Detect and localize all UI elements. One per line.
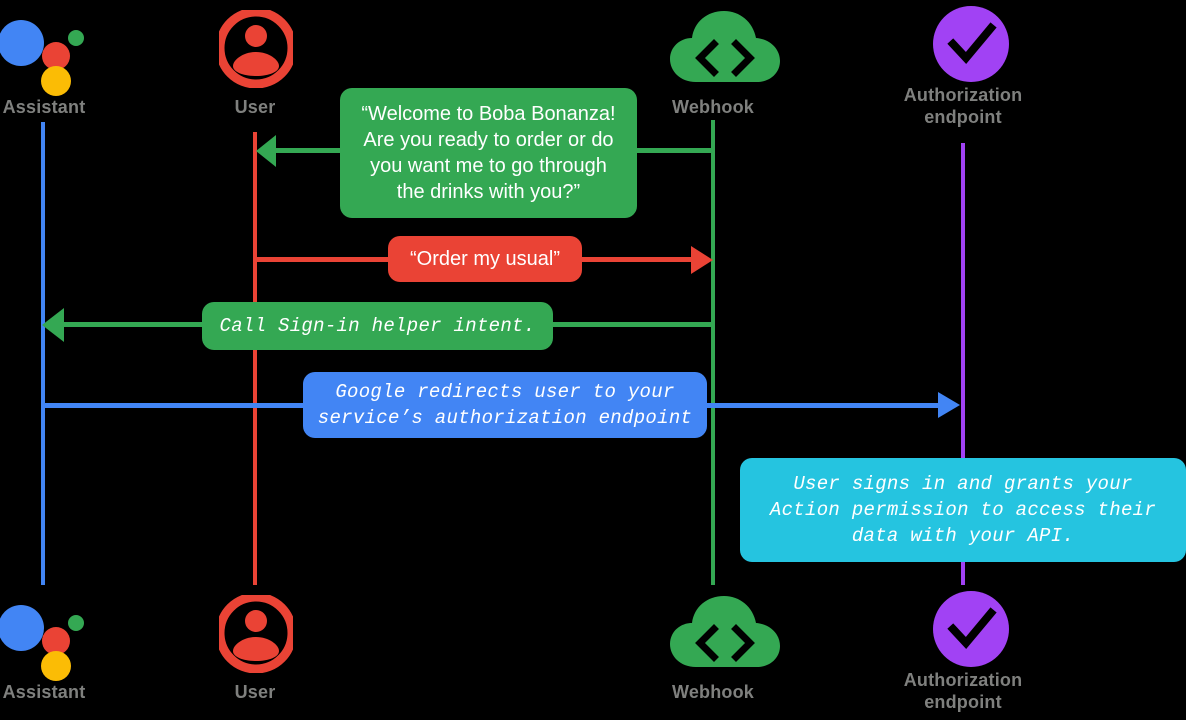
- message-grants-line2: Action permission to access their: [769, 499, 1157, 521]
- actor-auth-bottom: Authorization endpoint: [863, 587, 1063, 713]
- message-bubble-welcome: “Welcome to Boba Bonanza! Are you ready …: [340, 88, 637, 218]
- actor-label-auth-line1: Authorization: [903, 85, 1023, 105]
- actor-label-user: User: [234, 97, 276, 117]
- message-bubble-signin: Call Sign-in helper intent.: [202, 302, 553, 350]
- arrowhead-redirect: [938, 392, 960, 418]
- actor-assistant-top: Assistant: [0, 8, 144, 118]
- actor-label-auth-bottom-line1: Authorization: [903, 670, 1023, 690]
- lifeline-assistant: [41, 122, 45, 585]
- assistant-red-dot-icon: [42, 42, 70, 70]
- assistant-blue-dot-icon: [0, 20, 44, 66]
- user-avatar-icon: [215, 7, 297, 93]
- arrowhead-signin: [42, 308, 64, 342]
- lifeline-auth: [961, 143, 965, 585]
- actor-label-assistant-bottom: Assistant: [2, 682, 86, 702]
- actor-label-auth-bottom-line2: endpoint: [924, 692, 1002, 712]
- message-redirect-line1: Google redirects user to your: [335, 381, 675, 403]
- message-welcome-line1: “Welcome to Boba Bonanza!: [361, 103, 616, 125]
- message-bubble-order: “Order my usual”: [388, 236, 582, 282]
- actor-label-user-bottom: User: [234, 682, 276, 702]
- message-bubble-user-grants: User signs in and grants your Action per…: [740, 458, 1186, 562]
- actor-webhook-top: Webhook: [613, 8, 813, 118]
- message-signin-line1: Call Sign-in helper intent.: [219, 315, 536, 337]
- message-grants-line3: data with your API.: [851, 525, 1075, 547]
- google-assistant-icon-bottom: [0, 593, 94, 681]
- actor-assistant-bottom: Assistant: [0, 593, 144, 703]
- lifeline-user: [253, 132, 257, 585]
- google-assistant-icon: [0, 8, 94, 96]
- actor-label-webhook: Webhook: [671, 97, 755, 117]
- message-bubble-redirect: Google redirects user to your service’s …: [303, 372, 707, 438]
- assistant-green-dot-icon: [68, 615, 84, 631]
- actor-webhook-bottom: Webhook: [613, 593, 813, 703]
- arrowhead-welcome: [256, 135, 276, 167]
- assistant-red-dot-icon: [42, 627, 70, 655]
- message-grants-line1: User signs in and grants your: [793, 473, 1133, 495]
- message-order-line1: “Order my usual”: [409, 248, 561, 270]
- user-avatar-icon-bottom: [215, 592, 297, 678]
- assistant-yellow-dot-icon: [41, 66, 71, 96]
- cloud-code-icon-bottom: [668, 593, 784, 678]
- lifeline-webhook: [711, 120, 715, 585]
- message-welcome-line2: Are you ready to order or do: [363, 129, 614, 151]
- actor-user-top: User: [155, 7, 355, 118]
- actor-user-bottom: User: [155, 592, 355, 703]
- message-welcome-line3: you want me to go through: [370, 155, 607, 177]
- assistant-green-dot-icon: [68, 30, 84, 46]
- purple-check-circle-icon-bottom: [931, 589, 1011, 674]
- actor-auth-top: Authorization endpoint: [863, 2, 1063, 128]
- actor-label-auth-line2: endpoint: [924, 107, 1002, 127]
- assistant-blue-dot-icon: [0, 605, 44, 651]
- actor-label-assistant: Assistant: [2, 97, 86, 117]
- actor-label-webhook-bottom: Webhook: [671, 682, 755, 702]
- purple-check-circle-icon: [931, 4, 1011, 89]
- cloud-code-icon: [668, 8, 784, 93]
- arrowhead-order: [691, 246, 713, 274]
- message-redirect-line2: service’s authorization endpoint: [317, 407, 693, 429]
- assistant-yellow-dot-icon: [41, 651, 71, 681]
- message-welcome-line4: the drinks with you?”: [396, 181, 581, 203]
